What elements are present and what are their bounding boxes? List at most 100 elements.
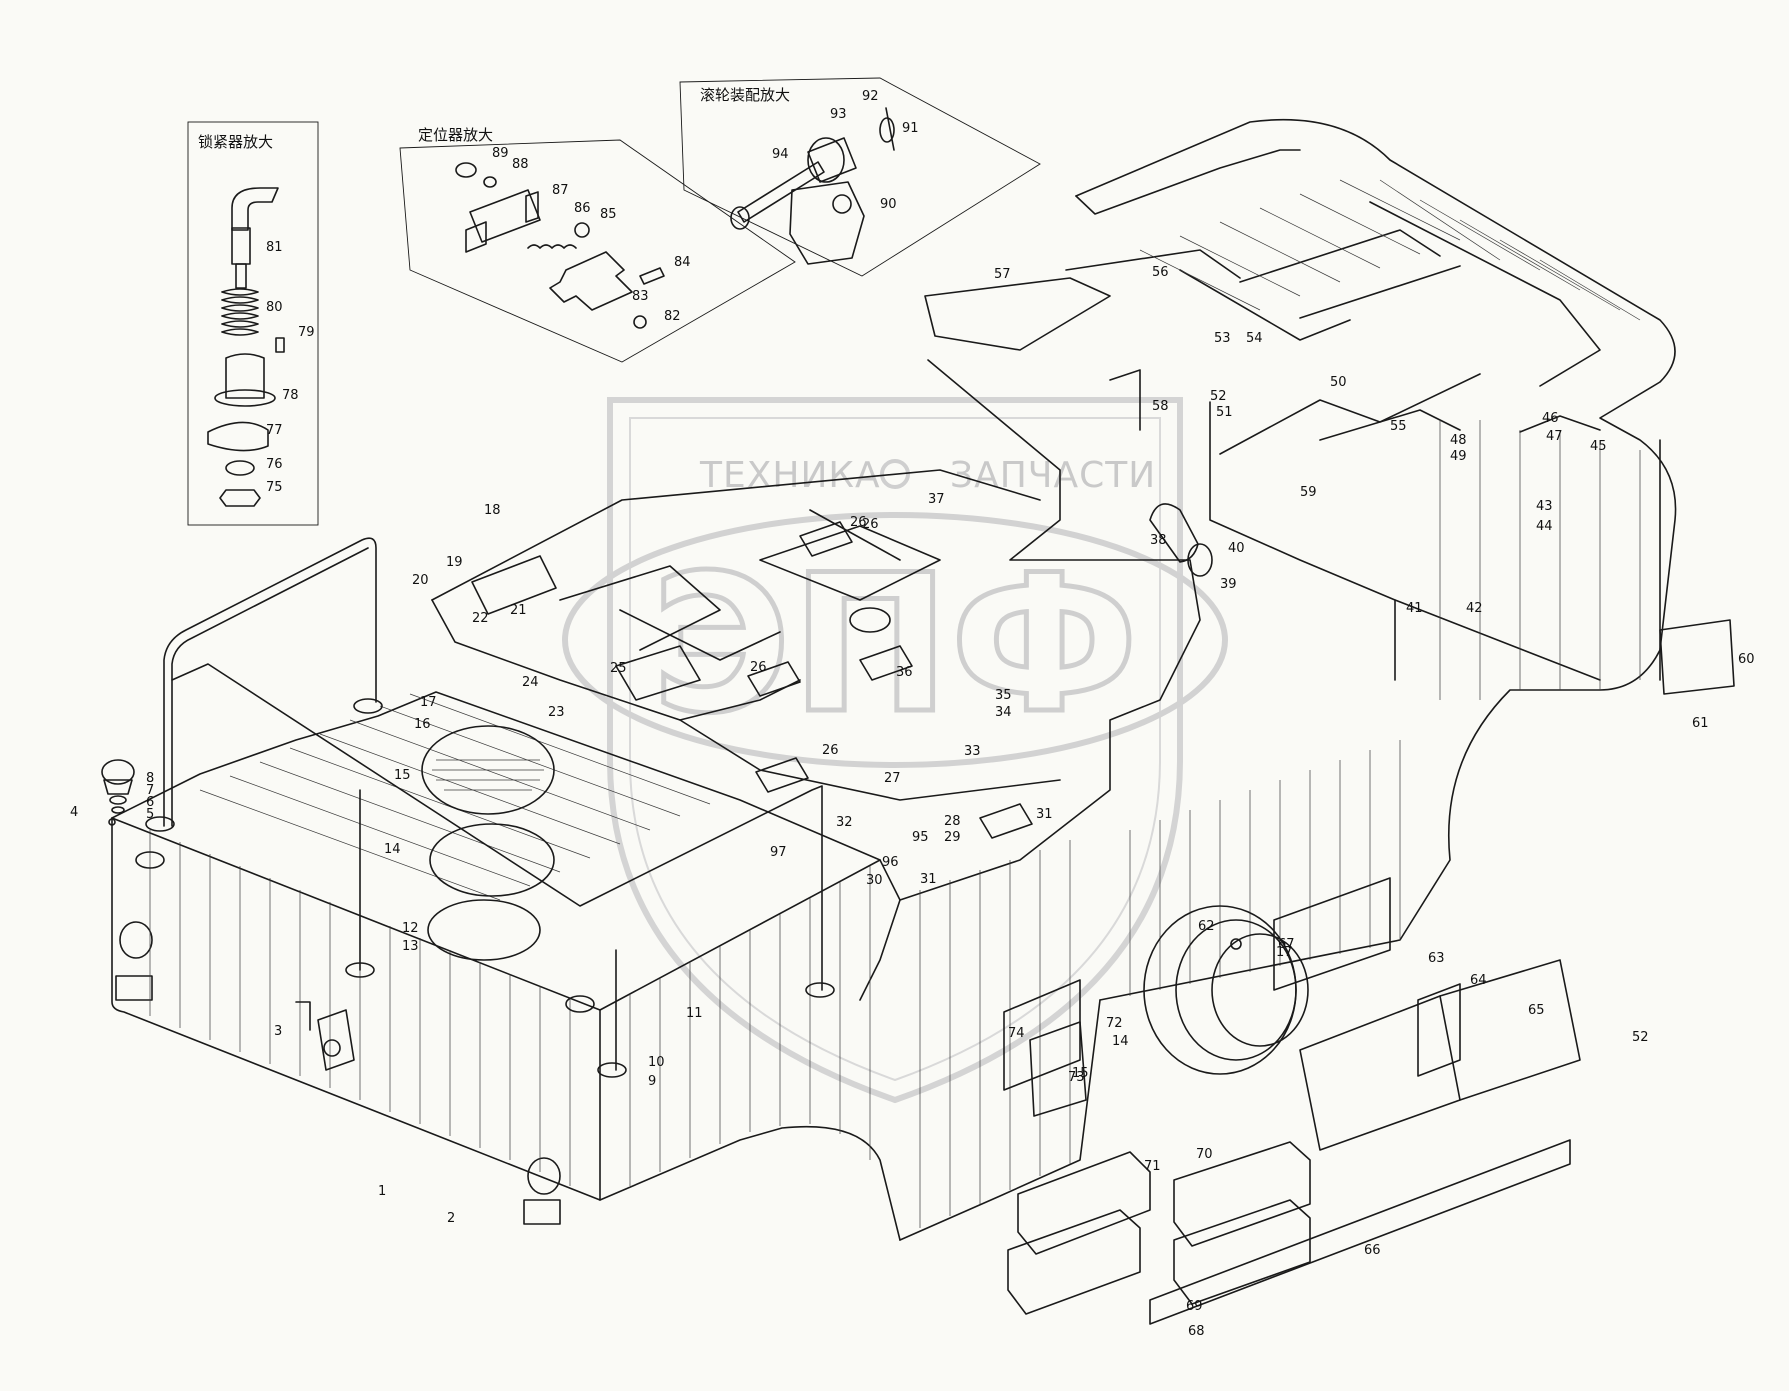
callout-label-1: 1 xyxy=(378,1184,386,1199)
callout-label-46: 46 xyxy=(1542,411,1559,426)
callout-label-72: 72 xyxy=(1106,1016,1123,1031)
callout-label-23: 23 xyxy=(548,705,565,720)
callout-label-40: 40 xyxy=(1228,541,1245,556)
callout-label-69: 69 xyxy=(1186,1299,1203,1314)
callout-label-77: 77 xyxy=(266,423,283,438)
callout-label-97: 97 xyxy=(770,845,787,860)
callout-label-59: 59 xyxy=(1300,485,1317,500)
callout-label-57: 57 xyxy=(994,267,1011,282)
callout-label-33: 33 xyxy=(964,744,981,759)
rear-deck xyxy=(924,118,1677,1001)
callout-label-79: 79 xyxy=(298,325,315,340)
callout-label-20: 20 xyxy=(412,573,429,588)
callout-label-70: 70 xyxy=(1196,1147,1213,1162)
callout-label-74: 74 xyxy=(1008,1026,1025,1041)
plate-25 xyxy=(615,645,701,701)
callout-label-68: 68 xyxy=(1188,1324,1205,1339)
callout-label-34: 34 xyxy=(995,705,1012,720)
callout-label-88: 88 xyxy=(512,157,529,172)
callout-label-55: 55 xyxy=(1390,419,1407,434)
callout-label-58: 58 xyxy=(1152,399,1169,414)
callout-label-2: 2 xyxy=(447,1211,455,1226)
callout-label-75: 75 xyxy=(266,480,283,495)
callout-label-7: 7 xyxy=(146,783,154,798)
callout-label-extra-14: 14 xyxy=(1112,1034,1129,1049)
callout-label-30: 30 xyxy=(866,873,883,888)
watermark: ТЕХНИКА ЗАПЧАСТИ ЭПФ xyxy=(562,397,1228,1104)
knob-assembly xyxy=(101,759,135,826)
callout-label-48: 48 xyxy=(1450,433,1467,448)
side-drum xyxy=(1143,905,1309,1075)
hatch-26b xyxy=(747,661,801,697)
hatch-26a xyxy=(799,521,853,557)
inset-locker-title: 锁紧器放大 xyxy=(198,133,273,151)
callout-label-64: 64 xyxy=(1470,973,1487,988)
callout-label-27: 27 xyxy=(884,771,901,786)
callout-label-28: 28 xyxy=(944,814,961,829)
callout-label-15: 15 xyxy=(394,768,411,783)
callout-label-43: 43 xyxy=(1536,499,1553,514)
callout-label-extra-26: 26 xyxy=(862,517,879,532)
callout-label-29: 29 xyxy=(944,830,961,845)
callout-label-60: 60 xyxy=(1738,652,1755,667)
callout-label-extra-17: 17 xyxy=(1276,945,1293,960)
inset-roller-title: 滚轮装配放大 xyxy=(700,86,790,104)
callout-label-17: 17 xyxy=(420,695,437,710)
callout-label-35: 35 xyxy=(995,688,1012,703)
inset-locker: 锁紧器放大 xyxy=(187,121,319,526)
callout-label-61: 61 xyxy=(1692,716,1709,731)
callout-label-92: 92 xyxy=(862,89,879,104)
callout-label-49: 49 xyxy=(1450,449,1467,464)
inset-locator-title: 定位器放大 xyxy=(418,126,493,144)
callout-label-73: 73 xyxy=(1068,1070,1085,1085)
callout-label-66: 66 xyxy=(1364,1243,1381,1258)
callout-label-42: 42 xyxy=(1466,601,1483,616)
callout-label-10: 10 xyxy=(648,1055,665,1070)
callout-label-22: 22 xyxy=(472,611,489,626)
callout-label-18: 18 xyxy=(484,503,501,518)
side-parts xyxy=(1003,619,1735,1325)
callout-label-9: 9 xyxy=(648,1074,656,1089)
callout-label-39: 39 xyxy=(1220,577,1237,592)
callout-label-80: 80 xyxy=(266,300,283,315)
handrails xyxy=(145,537,835,1078)
callout-label-96: 96 xyxy=(882,855,899,870)
callout-label-67: 67 xyxy=(1278,937,1295,952)
hatch-cover-57 xyxy=(924,277,1111,351)
callout-label-91: 91 xyxy=(902,121,919,136)
plate-60 xyxy=(1659,619,1735,695)
box-64 xyxy=(1299,995,1461,1151)
callout-label-4: 4 xyxy=(70,805,78,820)
gear-icon xyxy=(880,459,910,489)
center-deck xyxy=(431,359,1213,1001)
callout-label-11: 11 xyxy=(686,1006,703,1021)
callout-label-5: 5 xyxy=(146,807,154,822)
callout-label-32: 32 xyxy=(836,815,853,830)
callout-label-95: 95 xyxy=(912,830,929,845)
callout-label-21: 21 xyxy=(510,603,527,618)
callout-label-26: 26 xyxy=(850,515,867,530)
callout-label-78: 78 xyxy=(282,388,299,403)
deck-hatching xyxy=(199,179,1641,901)
callout-label-extra-26: 26 xyxy=(822,743,839,758)
callout-label-extra-15: 15 xyxy=(1072,1066,1089,1081)
callout-label-87: 87 xyxy=(552,183,569,198)
callout-label-53: 53 xyxy=(1214,331,1231,346)
callout-label-94: 94 xyxy=(772,147,789,162)
inset-locator: 定位器放大 xyxy=(399,126,796,363)
callout-label-44: 44 xyxy=(1536,519,1553,534)
callout-label-65: 65 xyxy=(1528,1003,1545,1018)
callout-label-38: 38 xyxy=(1150,533,1167,548)
body-hatching xyxy=(149,420,1641,1228)
callout-label-41: 41 xyxy=(1406,601,1423,616)
inset-roller: 滚轮装配放大 xyxy=(679,77,1041,277)
callout-label-24: 24 xyxy=(522,675,539,690)
callout-label-63: 63 xyxy=(1428,951,1445,966)
watermark-logo: ЭПФ xyxy=(652,534,1139,755)
callout-label-16: 16 xyxy=(414,717,431,732)
callout-label-12: 12 xyxy=(402,921,419,936)
